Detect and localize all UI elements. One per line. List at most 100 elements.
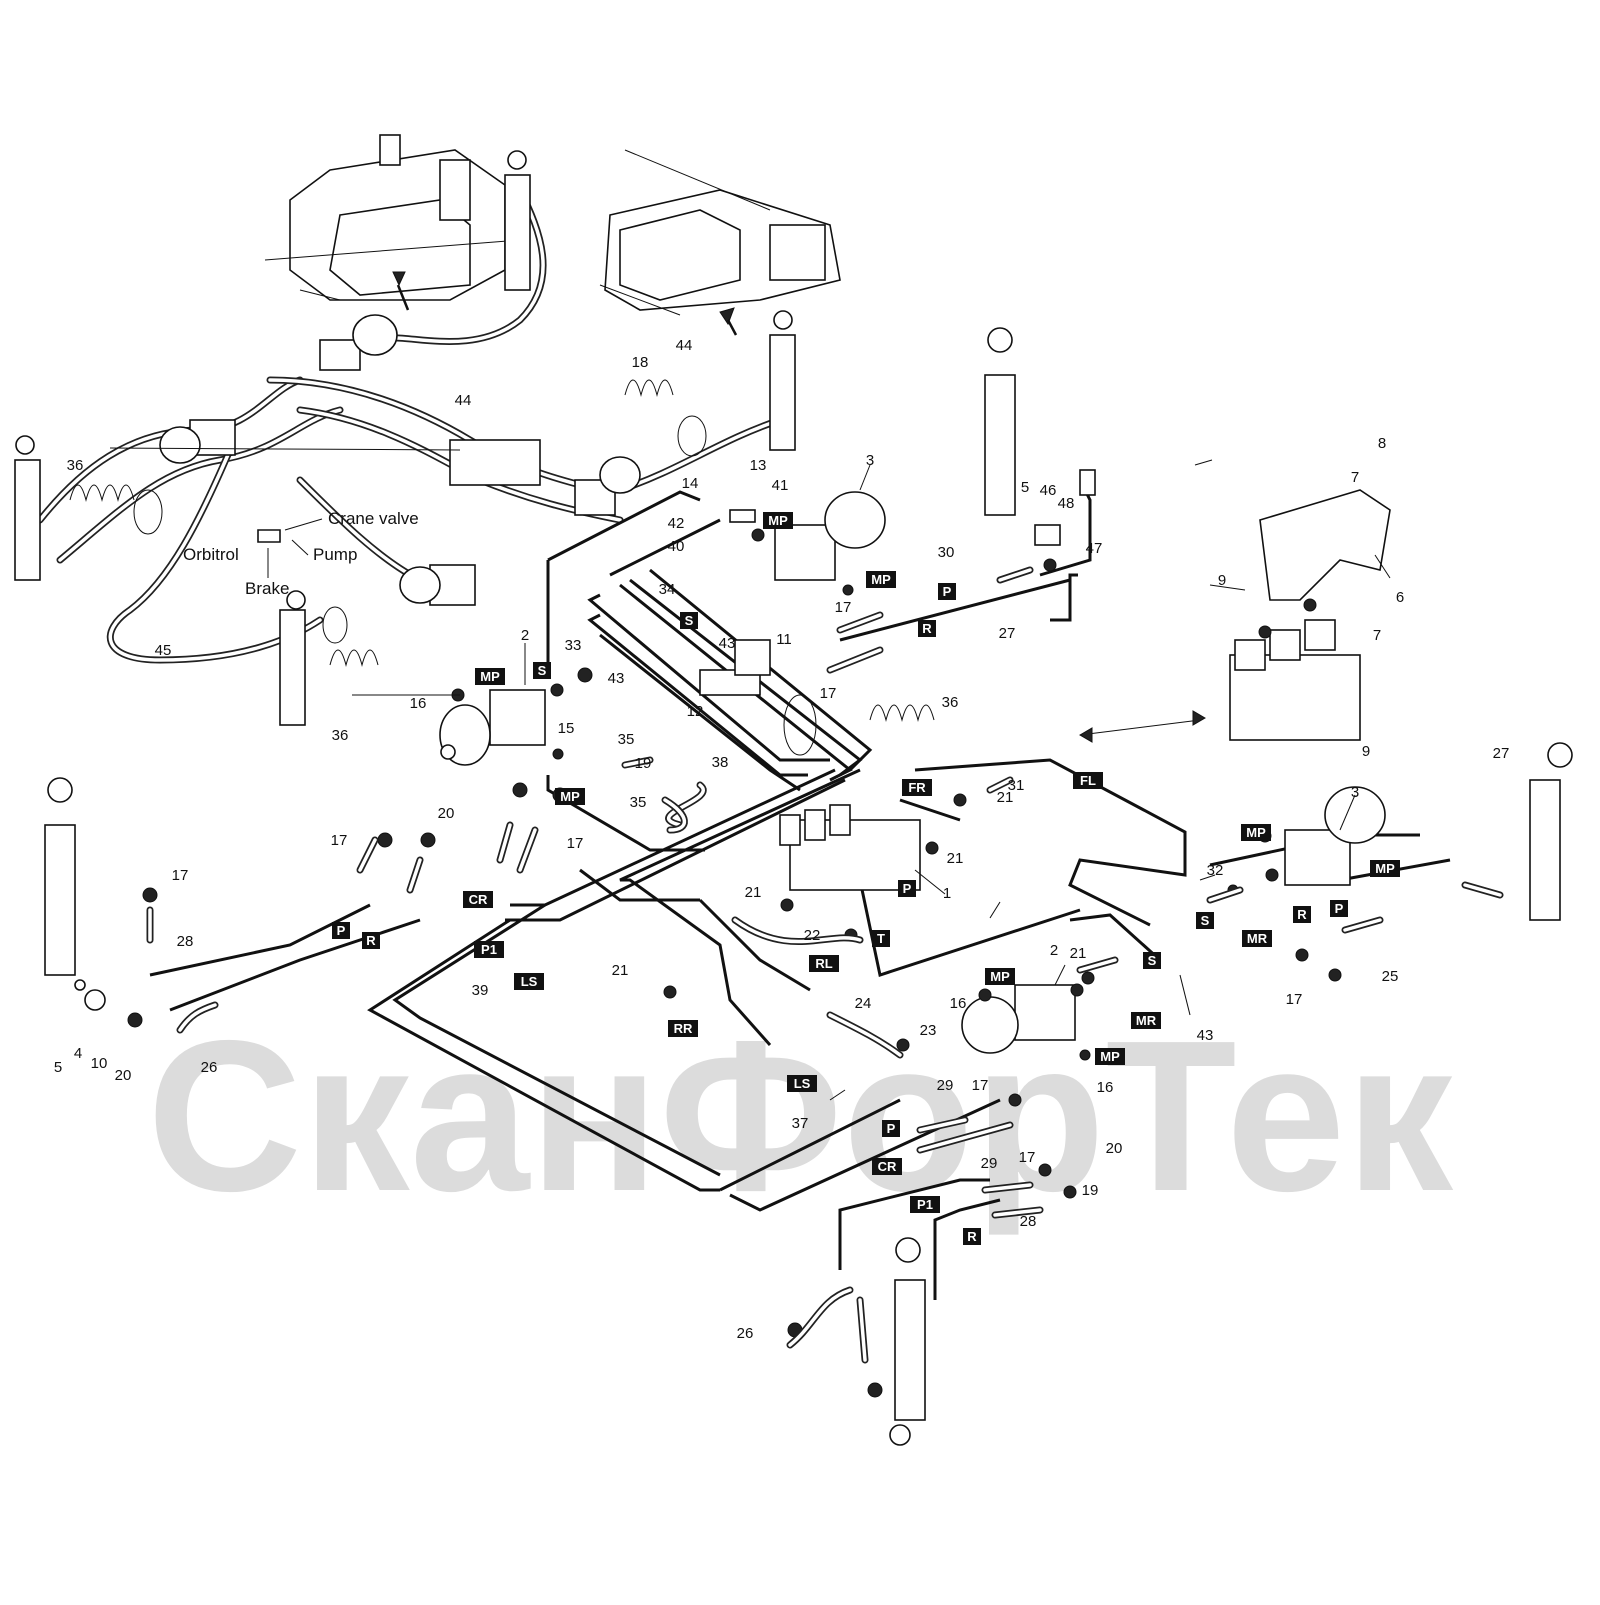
svg-text:LS: LS (521, 974, 538, 989)
callout-9: 9 (1362, 743, 1370, 760)
line-tag-t: T (872, 930, 890, 947)
callout-25: 25 (1382, 968, 1399, 985)
callout-36: 36 (942, 694, 959, 711)
svg-text:T: T (877, 931, 885, 946)
line-tag-mp: MP (763, 512, 793, 529)
line-tag-mp: MP (985, 968, 1015, 985)
lower-hoses (146, 566, 1504, 1364)
component-captions: Crane valve Orbitrol Pump Brake (183, 509, 419, 598)
callout-22: 22 (804, 927, 821, 944)
caption-crane-valve: Crane valve (328, 509, 419, 528)
line-tag-mp: MP (555, 788, 585, 805)
callout-21: 21 (947, 850, 964, 867)
callout-16: 16 (950, 995, 967, 1012)
svg-text:P: P (337, 923, 346, 938)
callout-16: 16 (1097, 1079, 1114, 1096)
line-tag-s: S (680, 612, 698, 629)
callout-16: 16 (410, 695, 427, 712)
svg-text:MP: MP (768, 513, 788, 528)
callout-9: 9 (1218, 572, 1226, 589)
svg-text:R: R (1297, 907, 1307, 922)
svg-text:RL: RL (815, 956, 832, 971)
callout-17: 17 (331, 832, 348, 849)
callout-17: 17 (972, 1077, 989, 1094)
svg-text:P: P (943, 584, 952, 599)
svg-text:MR: MR (1247, 931, 1268, 946)
callout-36: 36 (67, 457, 84, 474)
line-tag-rr: RR (668, 1020, 698, 1037)
callout-35: 35 (630, 794, 647, 811)
callout-33: 33 (565, 637, 582, 654)
callout-32: 32 (1207, 862, 1224, 879)
cylinders (44, 327, 1573, 1446)
upper-hose-harness (36, 186, 784, 664)
callout-47: 47 (1086, 540, 1103, 557)
frame-assembly-left (264, 134, 521, 311)
line-tag-mp: MP (1370, 860, 1400, 877)
callout-26: 26 (201, 1059, 218, 1076)
callout-31: 31 (1008, 777, 1025, 794)
callout-29: 29 (981, 1155, 998, 1172)
callout-44: 44 (455, 392, 472, 409)
svg-text:S: S (538, 663, 547, 678)
svg-text:P: P (903, 881, 912, 896)
svg-text:LS: LS (794, 1076, 811, 1091)
line-tag-s: S (1196, 912, 1214, 929)
callout-20: 20 (438, 805, 455, 822)
callout-27: 27 (1493, 745, 1510, 762)
callout-27: 27 (999, 625, 1016, 642)
line-tag-mp: MP (1241, 824, 1271, 841)
callout-17: 17 (820, 685, 837, 702)
callout-13: 13 (750, 457, 767, 474)
svg-text:R: R (366, 933, 376, 948)
line-tag-r: R (362, 932, 380, 949)
caption-brake: Brake (245, 579, 289, 598)
callout-20: 20 (1106, 1140, 1123, 1157)
line-tag-mr: MR (1242, 930, 1272, 947)
callout-11: 11 (776, 631, 792, 648)
line-tag-p: P (1330, 900, 1348, 917)
line-tag-p: P (938, 583, 956, 600)
callout-17: 17 (1286, 991, 1303, 1008)
svg-text:MP: MP (871, 572, 891, 587)
callout-2: 2 (1050, 942, 1058, 959)
callout-21: 21 (997, 789, 1014, 806)
caption-orbitrol: Orbitrol (183, 545, 239, 564)
callout-26: 26 (737, 1325, 754, 1342)
line-tag-mr: MR (1131, 1012, 1161, 1029)
line-tag-cr: CR (872, 1158, 902, 1175)
callout-6: 6 (1396, 589, 1404, 606)
line-tag-s: S (1143, 952, 1161, 969)
callout-3: 3 (866, 452, 874, 469)
callout-8: 8 (1378, 435, 1386, 452)
callout-37: 37 (792, 1115, 809, 1132)
callout-5: 5 (54, 1059, 62, 1076)
line-tag-r: R (918, 620, 936, 637)
callout-48: 48 (1058, 495, 1075, 512)
svg-text:R: R (967, 1229, 977, 1244)
callout-12: 12 (687, 703, 704, 720)
svg-text:MP: MP (1375, 861, 1395, 876)
callout-14: 14 (682, 475, 699, 492)
svg-text:S: S (685, 613, 694, 628)
callout-17: 17 (567, 835, 584, 852)
part-callouts: 1223345567789910111213141516161617171717… (54, 337, 1510, 1342)
line-tag-s: S (533, 662, 551, 679)
line-tag-ls: LS (514, 973, 544, 990)
svg-text:R: R (922, 621, 932, 636)
callout-3: 3 (1351, 784, 1359, 801)
callout-7: 7 (1373, 627, 1381, 644)
svg-text:RR: RR (674, 1021, 693, 1036)
line-tag-cr: CR (463, 891, 493, 908)
leader-lines (109, 447, 1391, 1101)
svg-text:FL: FL (1080, 773, 1096, 788)
central-parts (439, 489, 1391, 1054)
callout-41: 41 (772, 477, 789, 494)
callout-1: 1 (943, 885, 951, 902)
callout-35: 35 (618, 731, 635, 748)
frame-assembly-right (599, 149, 841, 336)
svg-text:P: P (1335, 901, 1344, 916)
svg-text:MP: MP (480, 669, 500, 684)
callout-40: 40 (668, 538, 685, 555)
